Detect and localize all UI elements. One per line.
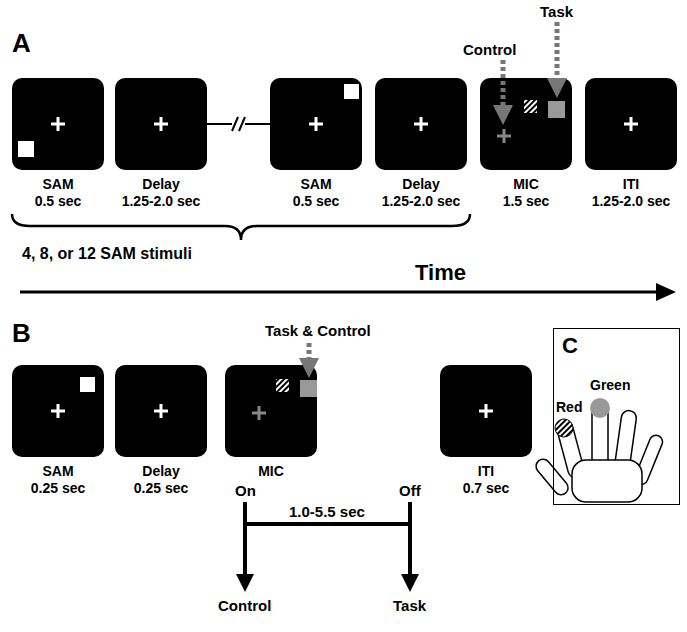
sam-stimulus (344, 84, 359, 99)
red-button (555, 419, 573, 437)
screen-frame: ITI0.7 sec (440, 365, 532, 457)
panel-letter: A (12, 28, 31, 59)
annotation-label: 4, 8, or 12 SAM stimuli (22, 244, 192, 263)
panel-letter: B (12, 318, 31, 349)
duration-text: 0.5 sec (0, 193, 134, 210)
duration-text: 1.25-2.0 sec (345, 193, 497, 210)
duration-text: 1.5 sec (450, 193, 602, 210)
screen-caption: ITI0.7 sec (410, 463, 562, 497)
mic-red-square (524, 100, 537, 113)
time-arrowhead (656, 283, 676, 301)
annotation-label: Task (393, 597, 426, 615)
screen-name: SAM (0, 176, 134, 193)
screen-frame: Delay0.25 sec (115, 365, 207, 457)
annotation-label: 1.0-5.5 sec (289, 503, 365, 521)
arrowhead (401, 574, 419, 592)
duration-text: 1.25-2.0 sec (85, 193, 237, 210)
task-arrow (555, 22, 560, 88)
screen-frame: SAM0.5 sec (270, 78, 362, 170)
screen-name: ITI (555, 176, 687, 193)
duration-text: 0.7 sec (410, 480, 562, 497)
screen-frame: SAM0.25 sec (12, 365, 104, 457)
screen-frame: ITI1.25-2.0 sec (585, 78, 677, 170)
duration-text: 0.25 sec (0, 480, 134, 497)
screen-name: SAM (0, 463, 134, 480)
screen-caption: Delay1.25-2.0 sec (345, 176, 497, 210)
screen-frame: Delay1.25-2.0 sec (115, 78, 207, 170)
screen-caption: SAM0.25 sec (0, 463, 134, 497)
screen-frame: MIC (225, 365, 317, 457)
screen-caption: SAM0.5 sec (240, 176, 392, 210)
screen-caption: MIC (195, 463, 347, 480)
mic-cross (252, 406, 266, 420)
duration-text: 0.25 sec (85, 480, 237, 497)
sam-stimulus (18, 141, 34, 157)
screen-caption: ITI1.25-2.0 sec (555, 176, 687, 210)
mic-green-square (300, 380, 317, 397)
annotation-label: Control (463, 41, 516, 59)
panel-box: C Red Green (553, 328, 680, 505)
duration-text: 0.5 sec (240, 193, 392, 210)
finger-label: Green (590, 377, 630, 394)
time-arrow (20, 291, 660, 294)
panel-letter: C (562, 333, 578, 359)
task-control-arrow (307, 343, 312, 368)
mic-green-square (548, 101, 565, 118)
control-arrow (501, 60, 506, 115)
screen-caption: SAM0.5 sec (0, 176, 134, 210)
screen-name: MIC (195, 463, 347, 480)
screen-name: Delay (85, 463, 237, 480)
green-button (590, 398, 610, 418)
screen-caption: Delay0.25 sec (85, 463, 237, 497)
screen-name: MIC (450, 176, 602, 193)
finger-label: Red (556, 399, 582, 416)
annotation-label: Task (540, 3, 573, 21)
screen-caption: MIC1.5 sec (450, 176, 602, 210)
screen-backgrounds (12, 78, 677, 457)
time-break (207, 117, 270, 131)
screen-name: SAM (240, 176, 392, 193)
brace (12, 214, 470, 240)
sam-stimulus (80, 377, 95, 392)
annotation-label: Time (415, 260, 466, 286)
mic-cross (497, 129, 511, 143)
annotation-label: Off (399, 482, 421, 500)
screen-caption: Delay1.25-2.0 sec (85, 176, 237, 210)
screen-frame: MIC1.5 sec (480, 78, 572, 170)
duration-text: 1.25-2.0 sec (555, 193, 687, 210)
fixation-crosses (51, 117, 638, 418)
screen-name: Delay (345, 176, 497, 193)
mic-red-square (276, 379, 289, 392)
screen-name: ITI (410, 463, 562, 480)
screen-name: Delay (85, 176, 237, 193)
duration-bracket (245, 502, 410, 578)
arrowhead (236, 574, 254, 592)
screen-frame: SAM0.5 sec (12, 78, 104, 170)
screen-frame: Delay1.25-2.0 sec (375, 78, 467, 170)
annotation-label: Task & Control (265, 322, 371, 340)
annotation-label: On (235, 482, 256, 500)
annotation-label: Control (218, 597, 271, 615)
